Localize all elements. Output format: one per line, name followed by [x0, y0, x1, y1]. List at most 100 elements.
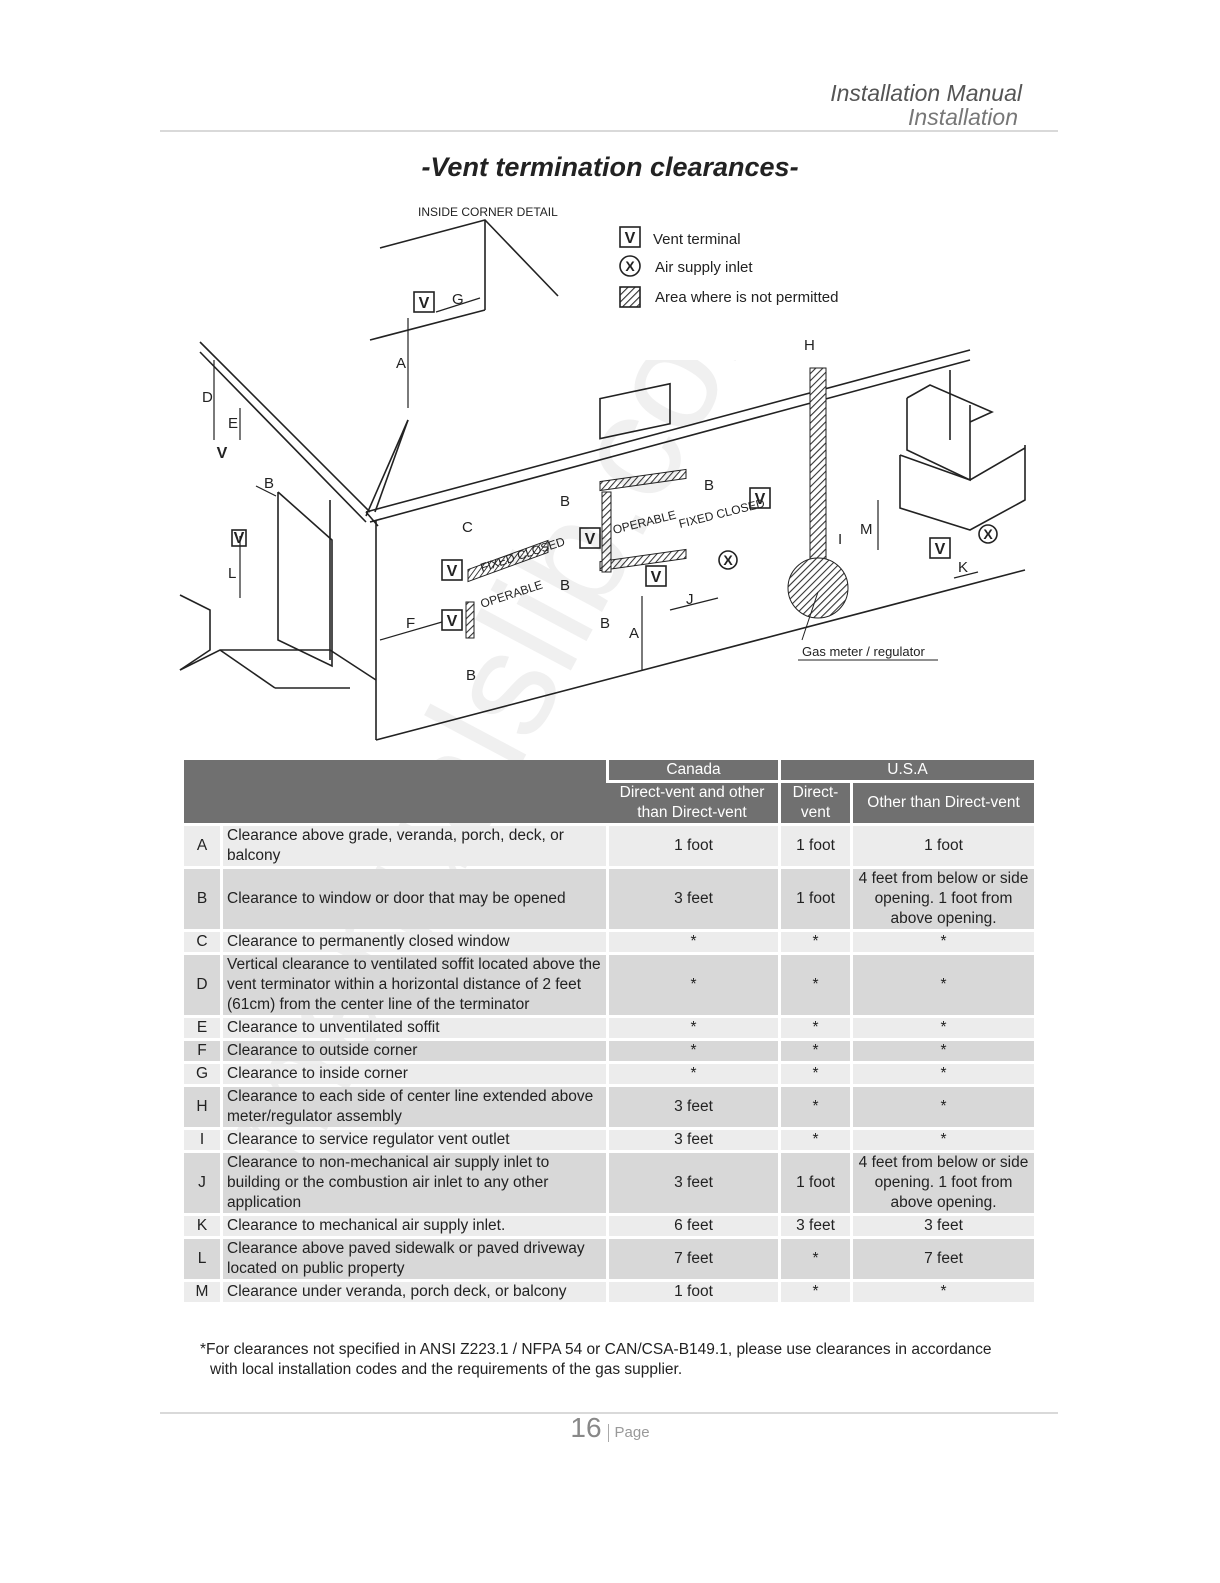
row-usa-other: 1 foot — [850, 826, 1035, 866]
row-description: Clearance to mechanical air supply inlet… — [220, 1216, 606, 1236]
row-description: Clearance above grade, veranda, porch, d… — [220, 826, 606, 866]
row-id: A — [184, 826, 220, 866]
row-usa-other: * — [850, 1282, 1035, 1302]
legend-vent-label: Vent terminal — [653, 231, 741, 248]
row-usa-direct: * — [778, 1087, 850, 1127]
row-canada: 7 feet — [606, 1239, 778, 1279]
header-usa: U.S.A — [778, 760, 1035, 780]
row-id: B — [184, 869, 220, 929]
svg-text:B: B — [560, 493, 570, 510]
row-usa-direct: * — [778, 1018, 850, 1038]
row-description: Clearance to permanently closed window — [220, 932, 606, 952]
row-usa-other: * — [850, 955, 1035, 1015]
svg-text:V: V — [419, 295, 430, 312]
svg-text:D: D — [202, 389, 213, 406]
svg-text:B: B — [600, 615, 610, 632]
svg-text:B: B — [704, 477, 714, 494]
svg-text:G: G — [452, 291, 464, 308]
row-description: Vertical clearance to ventilated soffit … — [220, 955, 606, 1015]
row-id: K — [184, 1216, 220, 1236]
row-usa-other: * — [850, 1041, 1035, 1061]
header-subtitle: Installation — [908, 104, 1018, 130]
svg-text:A: A — [396, 355, 406, 372]
svg-text:F: F — [406, 615, 415, 632]
gas-meter-label: Gas meter / regulator — [802, 644, 925, 659]
row-usa-direct: 1 foot — [778, 826, 850, 866]
row-canada: * — [606, 955, 778, 1015]
operable-label-1: OPERABLE — [479, 578, 545, 611]
row-description: Clearance to service regulator vent outl… — [220, 1130, 606, 1150]
page-footer: 16 Page — [0, 1412, 1220, 1444]
header-title: Installation Manual — [830, 80, 1022, 106]
row-usa-other: * — [850, 1064, 1035, 1084]
row-usa-other: * — [850, 932, 1035, 952]
row-canada: 3 feet — [606, 1153, 778, 1213]
svg-text:V: V — [755, 491, 766, 508]
row-canada: * — [606, 932, 778, 952]
row-usa-direct: 3 feet — [778, 1216, 850, 1236]
row-usa-direct: 1 foot — [778, 1153, 850, 1213]
row-canada: * — [606, 1018, 778, 1038]
row-id: D — [184, 955, 220, 1015]
svg-text:V: V — [447, 563, 458, 580]
svg-text:X: X — [983, 526, 993, 542]
row-description: Clearance to window or door that may be … — [220, 869, 606, 929]
row-usa-direct: * — [778, 1282, 850, 1302]
clearance-table: Canada U.S.A Direct-vent and other than … — [184, 757, 1035, 1305]
svg-text:E: E — [228, 415, 238, 432]
row-usa-other: * — [850, 1087, 1035, 1127]
row-usa-other: * — [850, 1130, 1035, 1150]
row-usa-direct: * — [778, 955, 850, 1015]
svg-text:B: B — [466, 667, 476, 684]
svg-text:V: V — [625, 230, 636, 247]
svg-text:V: V — [217, 445, 228, 462]
row-description: Clearance to non-mechanical air supply i… — [220, 1153, 606, 1213]
operable-label-2: OPERABLE — [611, 508, 677, 537]
vent-clearance-diagram: VVV VVV VVV XX V X Vent terminal Air sup… — [179, 205, 1026, 741]
header-usa-other: Other than Direct-vent — [850, 783, 1035, 823]
header-canada: Canada — [606, 760, 778, 780]
row-canada: 3 feet — [606, 1087, 778, 1127]
page-title: -Vent termination clearances- — [421, 152, 799, 182]
row-canada: 1 foot — [606, 826, 778, 866]
row-canada: 6 feet — [606, 1216, 778, 1236]
row-description: Clearance to outside corner — [220, 1041, 606, 1061]
svg-text:X: X — [625, 258, 635, 274]
svg-text:L: L — [228, 565, 236, 582]
svg-text:B: B — [560, 577, 570, 594]
svg-text:V: V — [651, 569, 662, 586]
row-usa-direct: 1 foot — [778, 869, 850, 929]
row-canada: 1 foot — [606, 1282, 778, 1302]
row-id: E — [184, 1018, 220, 1038]
svg-text:X: X — [723, 552, 733, 568]
row-canada: 3 feet — [606, 869, 778, 929]
row-id: F — [184, 1041, 220, 1061]
svg-text:K: K — [958, 559, 968, 576]
page-word: Page — [614, 1424, 650, 1441]
row-description: Clearance to unventilated soffit — [220, 1018, 606, 1038]
row-usa-direct: * — [778, 1130, 850, 1150]
svg-text:M: M — [860, 521, 873, 538]
row-usa-other: 3 feet — [850, 1216, 1035, 1236]
row-description: Clearance above paved sidewalk or paved … — [220, 1239, 606, 1279]
fixed-closed-label-1: FIXED CLOSED — [479, 534, 567, 575]
header-canada-sub: Direct-vent and other than Direct-vent — [606, 783, 778, 823]
legend-air-label: Air supply inlet — [655, 259, 753, 276]
row-id: G — [184, 1064, 220, 1084]
footer-rule — [160, 1412, 1058, 1414]
row-usa-direct: * — [778, 1064, 850, 1084]
row-canada: * — [606, 1041, 778, 1061]
page-number: 16 — [570, 1412, 602, 1443]
row-usa-direct: * — [778, 1041, 850, 1061]
row-id: L — [184, 1239, 220, 1279]
row-usa-other: 4 feet from below or side opening. 1 foo… — [850, 869, 1035, 929]
